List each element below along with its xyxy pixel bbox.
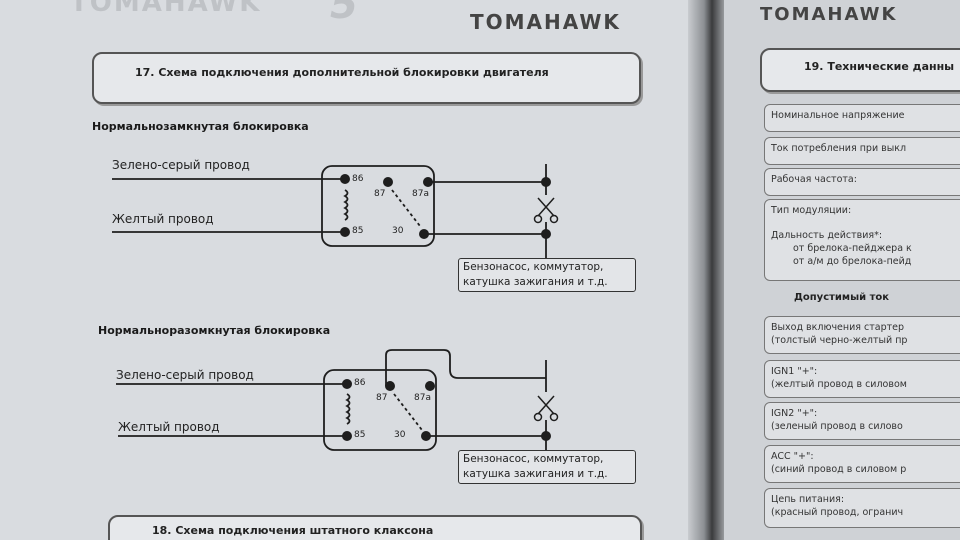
no-switch-arm (393, 393, 423, 431)
current-row-acc: ACC "+": (синий провод в силовом р (764, 445, 960, 483)
current-row-power-line2: (красный провод, огранич (771, 507, 904, 518)
current-row-acc-line2: (синий провод в силовом р (771, 464, 907, 475)
nc-scissors-icon (533, 197, 559, 224)
nc-pin-87a: 87a (412, 189, 429, 199)
no-wire-87-loop (385, 349, 546, 386)
spec-range-line2: от а/м до брелока-пейд (793, 256, 912, 267)
current-row-power-line1: Цепь питания: (771, 494, 845, 505)
nc-title: Нормальнозамкнутая блокировка (92, 120, 309, 133)
nc-terminal-87 (383, 177, 393, 187)
current-row-ign2-line2: (зеленый провод в силово (771, 421, 903, 432)
section-19-title: 19. Технические данны (804, 60, 955, 73)
current-row-starter: Выход включения стартер (толстый черно-ж… (764, 316, 960, 354)
current-row-starter-line1: Выход включения стартер (771, 322, 905, 333)
nc-coil (343, 189, 349, 221)
no-load-box: Бензонасос, коммутатор, катушка зажигани… (458, 450, 636, 484)
no-junction-bottom (541, 431, 551, 441)
no-pin-85: 85 (354, 430, 366, 440)
spec-range-line1: от брелока-пейджера к (793, 243, 912, 254)
no-scissors-icon (533, 395, 559, 422)
nc-junction-top (541, 177, 551, 187)
nc-pin-85: 85 (352, 226, 364, 236)
book-gutter (688, 0, 728, 540)
no-terminal-85 (342, 431, 352, 441)
nc-pin-87: 87 (374, 189, 386, 199)
current-row-power: Цепь питания: (красный провод, огранич (764, 488, 960, 528)
no-pin-86: 86 (354, 378, 366, 388)
no-terminal-86 (342, 379, 352, 389)
no-terminal-87a (425, 381, 435, 391)
nc-relay-body (321, 165, 435, 247)
no-wire-yellow-label: Желтый провод (118, 420, 220, 434)
current-row-acc-line1: ACC "+": (771, 451, 814, 462)
current-row-ign2: IGN2 "+": (зеленый провод в силово (764, 402, 960, 440)
brand-logo-number: 5 (330, 0, 360, 28)
section-18-title: 18. Схема подключения штатного клаксона (152, 524, 434, 537)
nc-load-box: Бензонасос, коммутатор, катушка зажигани… (458, 258, 636, 292)
no-wire-green-gray-label: Зелено-серый провод (116, 368, 254, 382)
nc-terminal-30 (419, 229, 429, 239)
spec-modulation-label: Тип модуляции: (771, 205, 852, 216)
nc-terminal-87a (423, 177, 433, 187)
no-load-line1: Бензонасос, коммутатор, (463, 453, 604, 465)
spec-row-voltage: Номинальное напряжение (764, 104, 960, 132)
nc-load-line1: Бензонасос, коммутатор, (463, 261, 604, 273)
no-terminal-30 (421, 431, 431, 441)
spec-row-modulation-range: Тип модуляции: Дальность действия*: от б… (764, 199, 960, 281)
no-relay-body (323, 369, 437, 451)
no-title: Нормальноразомкнутая блокировка (98, 324, 331, 337)
right-page: TOMAHAWK 19. Технические данны Номинальн… (724, 0, 960, 540)
section-17-header (92, 52, 641, 104)
nc-junction-bottom (541, 229, 551, 239)
brand-logo-right: TOMAHAWK (470, 10, 621, 34)
wiring-diagrams (112, 164, 559, 451)
brand-logo-left: TOMAHAWK (70, 0, 262, 18)
current-row-ign1: IGN1 "+": (желтый провод в силовом (764, 360, 960, 398)
brand-logo-right-page: TOMAHAWK (760, 4, 898, 25)
section-18-header (108, 515, 642, 540)
current-row-starter-line2: (толстый черно-желтый пр (771, 335, 908, 346)
current-row-ign2-line1: IGN2 "+": (771, 408, 818, 419)
no-pin-30: 30 (394, 430, 406, 440)
spec-row-frequency: Рабочая частота: (764, 168, 960, 196)
no-terminal-87 (385, 381, 395, 391)
spec-range-label: Дальность действия*: (771, 230, 883, 241)
nc-pin-30: 30 (392, 226, 404, 236)
nc-wire-yellow-label: Желтый провод (112, 212, 214, 226)
section-19-header (760, 48, 960, 92)
no-coil (345, 393, 351, 425)
current-head: Допустимый ток (794, 292, 890, 303)
nc-load-line2: катушка зажигания и т.д. (463, 276, 608, 288)
nc-wire-green-gray-label: Зелено-серый провод (112, 158, 250, 172)
spec-row-current-off: Ток потребления при выкл (764, 137, 960, 165)
current-row-ign1-line2: (желтый провод в силовом (771, 379, 907, 390)
current-row-ign1-line1: IGN1 "+": (771, 366, 818, 377)
section-17-title: 17. Схема подключения дополнительной бло… (135, 66, 549, 79)
nc-terminal-85 (340, 227, 350, 237)
nc-terminal-86 (340, 174, 350, 184)
no-pin-87a: 87a (414, 393, 431, 403)
no-load-line2: катушка зажигания и т.д. (463, 468, 608, 480)
no-pin-87: 87 (376, 393, 388, 403)
nc-switch-arm (391, 189, 421, 227)
nc-pin-86: 86 (352, 174, 364, 184)
left-page: TOMAHAWK 5 TOMAHAWK 17. Схема подключени… (0, 0, 690, 540)
